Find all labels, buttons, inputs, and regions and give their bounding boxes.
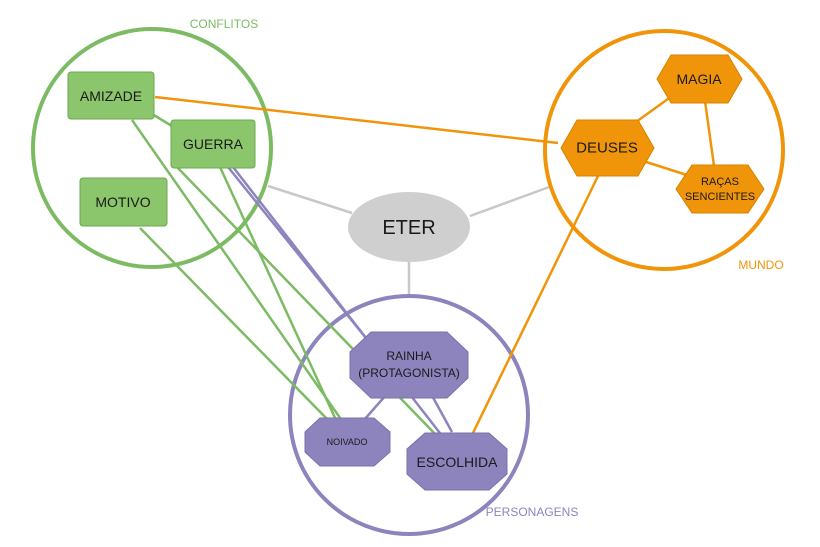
node-rainha[interactable]: RAINHA (PROTAGONISTA)	[349, 331, 469, 399]
node-motivo[interactable]: MOTIVO	[79, 177, 168, 227]
node-eter-shape	[348, 192, 470, 262]
node-motivo-label: MOTIVO	[95, 194, 150, 210]
node-deuses-shape	[560, 119, 655, 177]
group-label-conflitos: CONFLITOS	[190, 17, 258, 31]
cross-connections	[130, 94, 716, 438]
edge-deuses-racas	[639, 158, 691, 178]
node-escolhida-label: ESCOLHIDA	[417, 454, 499, 470]
node-racas-shape	[675, 164, 765, 214]
edge-amizade-noivado	[130, 119, 347, 426]
node-deuses[interactable]: DEUSES	[560, 119, 655, 177]
node-amizade-shape	[67, 71, 155, 120]
node-amizade-label: AMIZADE	[80, 88, 142, 104]
node-guerra-shape	[170, 119, 256, 169]
edge-magia-racas	[703, 100, 716, 167]
node-magia[interactable]: MAGIA	[656, 54, 743, 104]
node-racas-label-line2: SENCIENTES	[685, 191, 755, 203]
node-magia-label: MAGIA	[676, 71, 722, 87]
node-noivado-shape	[304, 417, 391, 467]
node-eter-label: ETER	[382, 217, 435, 239]
group-label-mundo: MUNDO	[738, 258, 783, 272]
node-escolhida[interactable]: ESCOLHIDA	[406, 432, 508, 491]
node-guerra[interactable]: GUERRA	[170, 119, 256, 169]
edge-rainha-escolhida	[428, 391, 454, 433]
edge-guerra-noivado	[218, 166, 338, 421]
edge-motivo-noivado	[139, 227, 331, 423]
connector-eter-mundo	[469, 184, 553, 218]
node-rainha-label-line2: (PROTAGONISTA)	[358, 366, 460, 380]
group-circle-personagens	[288, 294, 530, 536]
node-amizade[interactable]: AMIZADE	[67, 71, 155, 120]
edge-deuses-magia	[635, 94, 673, 124]
node-noivado-label: NOIVADO	[327, 437, 368, 447]
edge-amizade-guerra	[151, 112, 173, 128]
node-noivado[interactable]: NOIVADO	[304, 417, 391, 467]
group-circle-conflitos	[31, 27, 273, 269]
edge-rainha-noivado	[363, 394, 387, 421]
node-racas-label-line1: RAÇAS	[701, 176, 739, 188]
node-escolhida-shape	[406, 432, 508, 491]
node-racas-sencientes[interactable]: RAÇAS SENCIENTES	[675, 164, 765, 214]
edge-amizade-deuses	[154, 95, 559, 145]
center-connectors	[267, 184, 553, 297]
node-rainha-label-line1: RAINHA	[386, 349, 431, 363]
group-circle-mundo	[543, 29, 785, 271]
node-eter[interactable]: ETER	[348, 192, 470, 262]
node-motivo-shape	[79, 177, 168, 227]
connector-eter-conflitos	[267, 184, 353, 215]
edge-deuses-escolhida	[470, 175, 600, 436]
node-rainha-shape	[349, 331, 469, 399]
node-magia-shape	[656, 54, 743, 104]
group-label-personagens: PERSONAGENS	[486, 505, 579, 519]
node-deuses-label: DEUSES	[576, 140, 638, 157]
node-guerra-label: GUERRA	[183, 136, 244, 152]
